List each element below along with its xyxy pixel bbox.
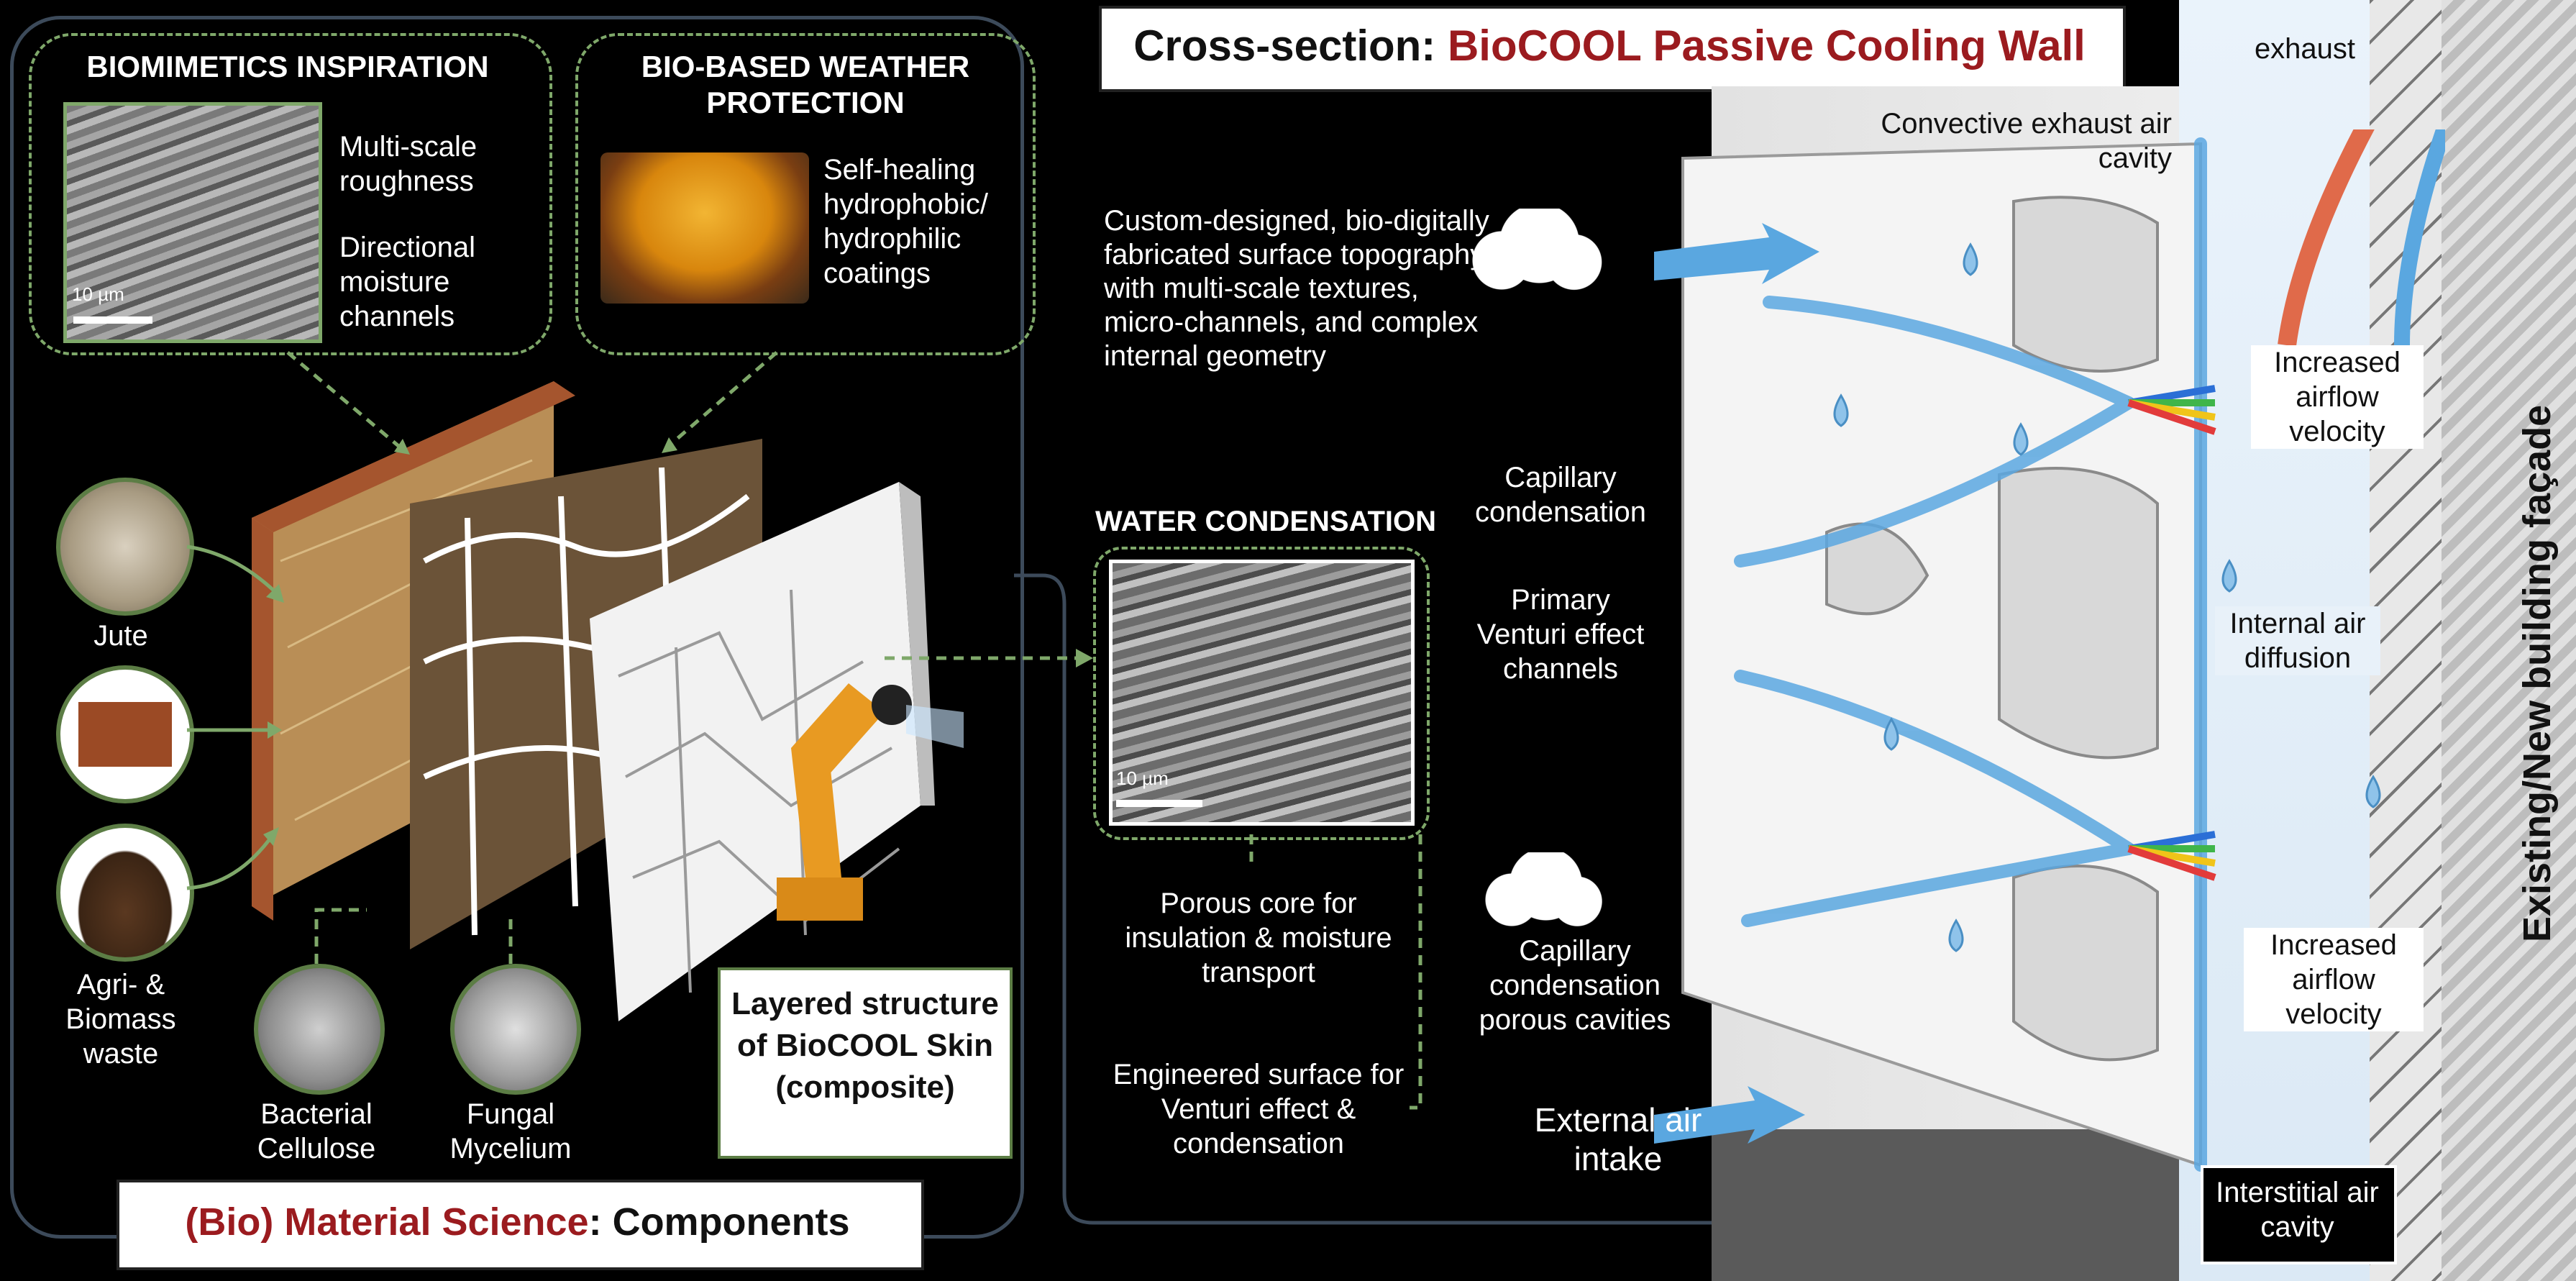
- water-arrows: [885, 649, 1422, 1110]
- external-air-intake-label: External air intake: [1534, 1101, 1702, 1177]
- layered-structure-box: Layered structure of BioCOOL Skin (compo…: [718, 967, 1013, 1159]
- scale-bar: [73, 316, 152, 324]
- footer-title-highlight: (Bio) Material Science: [185, 1200, 589, 1244]
- footer-title-box: [117, 1180, 924, 1270]
- convective-exhaust-label: Convective exhaust air cavity: [1881, 108, 2172, 174]
- self-healing-label: Self-healing hydrophobic/ hydrophilic co…: [823, 154, 989, 289]
- water-condensation-box: [1093, 547, 1430, 840]
- bacterial-cellulose-label: Bacterial Cellulose: [257, 1098, 376, 1164]
- engineered-surface-label: Engineered surface for Venturi effect & …: [1113, 1059, 1405, 1159]
- porous-core-label: Porous core for insulation & moisture tr…: [1125, 888, 1392, 988]
- weather-protection-box: [575, 33, 1036, 355]
- wall-cross-section: [1654, 129, 2445, 1172]
- biomass-circle: [56, 824, 194, 962]
- fungal-mycelium-label: Fungal Mycelium: [449, 1098, 572, 1164]
- capillary-condensation-bottom-label: Capillary condensation porous cavities: [1479, 935, 1671, 1036]
- material-arrows: [186, 351, 778, 964]
- directional-moisture-label: Directional moisture channels: [339, 232, 475, 332]
- fungal-mycelium-circle: [450, 964, 581, 1095]
- scale-bar-2: [1116, 800, 1202, 807]
- capillary-condensation-top-label: Capillary condensation: [1475, 462, 1646, 528]
- sem-condensation-image: [1109, 560, 1415, 826]
- weather-heading: BIO-BASED WEATHER PROTECTION: [641, 50, 970, 119]
- exhaust-label: exhaust: [2254, 33, 2356, 65]
- sem-roughness-image: [63, 102, 322, 343]
- title-prefix: Cross-section:: [1133, 22, 1448, 70]
- multi-scale-roughness-label: Multi-scale roughness: [339, 131, 478, 197]
- ground-shadow: [1712, 1129, 2229, 1281]
- title-highlight: BioCOOL Passive Cooling Wall: [1447, 22, 2086, 70]
- footer-title-rest: : Components: [588, 1200, 850, 1244]
- agri-biomass-label: Agri- & Biomass waste: [65, 969, 176, 1070]
- coco-brick-circle: [56, 665, 194, 803]
- cloud-icon-top: [1456, 209, 1607, 295]
- water-condensation-heading: WATER CONDENSATION: [1095, 506, 1437, 537]
- interstitial-cavity-label: Interstitial air cavity: [2216, 1177, 2379, 1243]
- biomimetics-heading: BIOMIMETICS INSPIRATION: [86, 50, 489, 83]
- cross-section-title-box: [1099, 6, 2126, 92]
- bacterial-cellulose-circle: [254, 964, 385, 1095]
- interstitial-cavity-box: [2201, 1165, 2397, 1264]
- airflow-velocity-bottom-label: Increased airflow velocity: [2244, 928, 2424, 1031]
- facade-band: [2442, 0, 2576, 1281]
- cloud-icon-bottom: [1471, 852, 1607, 931]
- scale-label-2: 10 µm: [1116, 767, 1169, 789]
- coating-bowl-image: [600, 152, 809, 304]
- facade-hatch: [2370, 0, 2442, 1281]
- jute-label: Jute: [93, 620, 148, 652]
- scale-label: 10 µm: [72, 283, 124, 305]
- custom-designed-label: Custom-designed, bio-digitally fabricate…: [1104, 205, 1491, 372]
- footer-title: (Bio) Material Science: Components: [117, 1190, 918, 1254]
- jute-circle: [56, 478, 194, 616]
- layered-composite-illustration: [252, 381, 964, 1021]
- internal-air-diffusion-label: Internal air diffusion: [2215, 606, 2380, 675]
- facade-label: Existing/New building façade: [2516, 404, 2559, 942]
- cross-section-title: Cross-section: BioCOOL Passive Cooling W…: [1099, 16, 2120, 76]
- airflow-velocity-top-label: Increased airflow velocity: [2251, 345, 2424, 449]
- primary-venturi-label: Primary Venturi effect channels: [1476, 584, 1645, 685]
